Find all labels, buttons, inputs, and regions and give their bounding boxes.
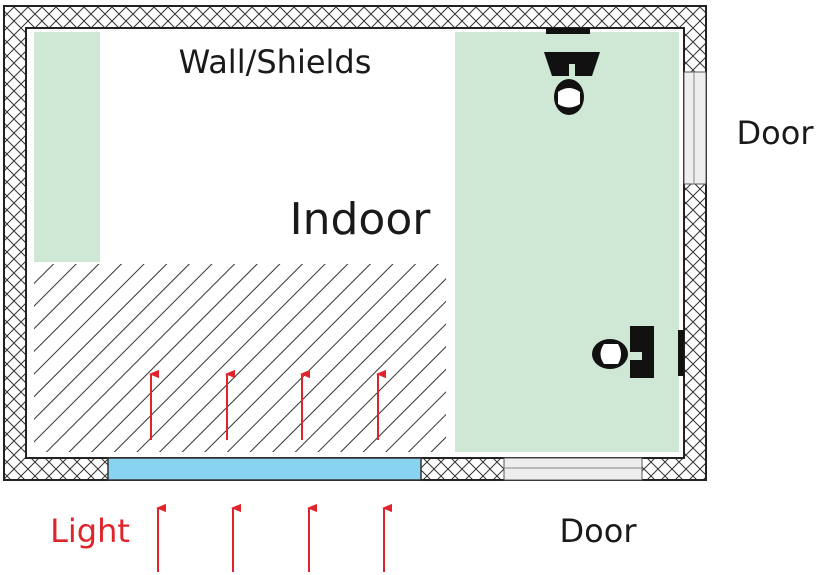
bottom-door-label: Door [560, 512, 638, 550]
indoor-light-arrows [151, 374, 378, 440]
indoor-label: Indoor [290, 194, 432, 245]
right-door [683, 71, 707, 185]
person-with-monitor-icon [544, 28, 600, 115]
wall-shields-label: Wall/Shields [179, 43, 372, 81]
light-label: Light [50, 512, 130, 550]
left-green-zone [34, 32, 100, 262]
bottom-door [503, 457, 643, 481]
person-with-monitor-icon [592, 326, 684, 378]
outdoor-light-arrows [158, 508, 384, 572]
light-hatched-zone [34, 264, 446, 452]
right-door-label: Door [737, 114, 815, 152]
bottom-window [107, 457, 422, 481]
building-walls [3, 5, 707, 481]
